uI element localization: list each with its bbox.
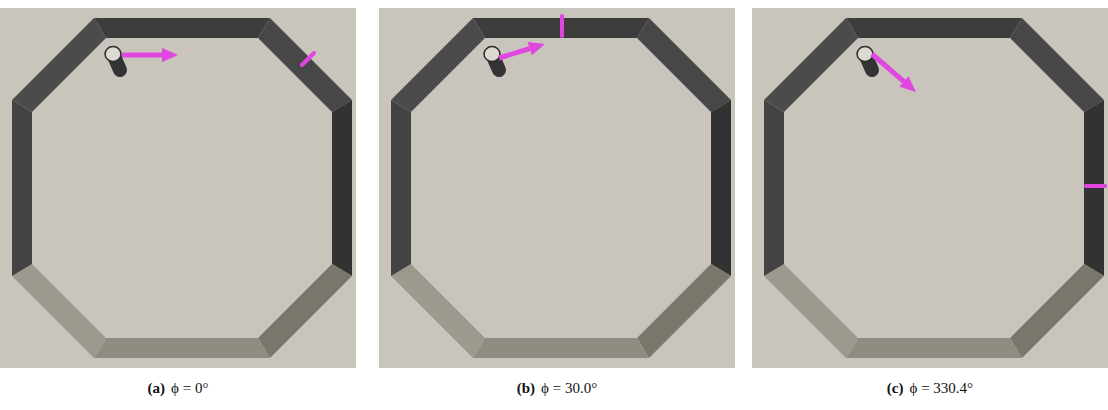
wall-marker [560,16,564,36]
arena-wall [12,100,32,276]
floor [379,8,735,368]
angle-label: ϕ = 330.4° [910,380,974,396]
arrow-head [528,42,545,55]
arena-wall [637,18,731,112]
robot-top [105,47,121,62]
heading-arrow [122,53,162,58]
subfigure-caption: (c) ϕ = 330.4° [752,380,1108,397]
arena-wall [637,264,731,358]
heading-arrow [499,49,530,58]
arena-wall [711,100,731,276]
arena-wall [94,338,270,358]
arrow-head [899,76,916,92]
arena-wall [846,18,1022,38]
subfigure-caption: (a) ϕ = 0° [0,380,356,397]
arena-wall [12,18,106,112]
arena-wall [1010,18,1104,112]
arena-wall [391,18,485,112]
arena-wall [764,18,858,112]
arena-wall [846,338,1022,358]
arena-wall [12,264,106,358]
arena-wall [1084,100,1104,276]
subfigure-tag: (a) [148,380,166,396]
arena-wall [391,100,411,276]
heading-arrow [872,54,904,82]
wall-marker [1086,184,1105,188]
arena-wall [764,100,784,276]
robot-top [857,47,873,62]
subfigure-tag: (b) [517,380,535,396]
arena-wall [391,264,485,358]
arena-panel [752,8,1108,368]
wall-marker [302,53,314,65]
arena-wall [473,338,649,358]
arrow-head [162,48,178,62]
angle-label: ϕ = 30.0° [541,380,597,396]
arena-panel [379,8,735,368]
floor [752,8,1108,368]
robot-top [484,47,500,62]
arena-wall [332,100,352,276]
arena-wall [94,18,270,38]
arena-panel [0,8,356,368]
arena-wall [764,264,858,358]
arena-wall [1010,264,1104,358]
floor [0,8,356,368]
arena-wall [258,264,352,358]
subfigure-caption: (b) ϕ = 30.0° [379,380,735,397]
arena-wall [258,18,352,112]
angle-label: ϕ = 0° [171,380,208,396]
subfigure-tag: (c) [887,380,904,396]
